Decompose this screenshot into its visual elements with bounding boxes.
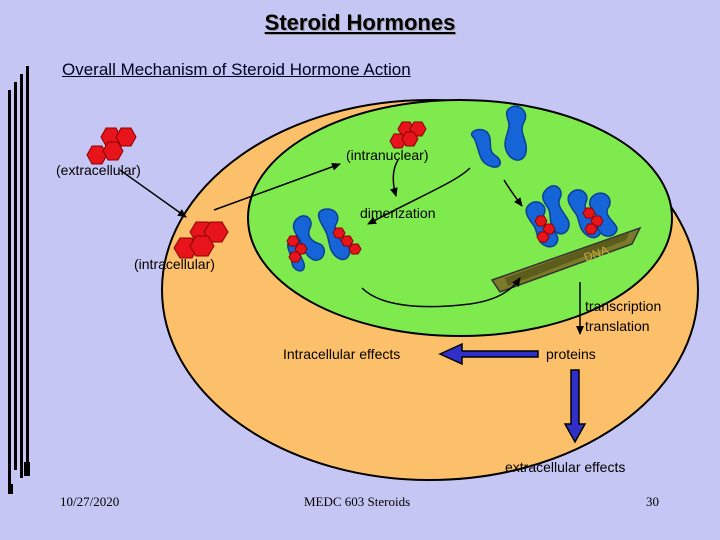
- hormone-dna-1: [534, 215, 556, 243]
- footer-course: MEDC 603 Steroids: [304, 494, 411, 509]
- footer-page-number: 30: [646, 494, 659, 509]
- arrow-proteins-to-extracellular: [563, 369, 587, 444]
- arrow-proteins-to-intracellular: [438, 342, 539, 366]
- label-intracellular: (intracellular): [134, 256, 215, 272]
- hormone-intranuclear: [389, 121, 427, 149]
- receptor-dimer-1: [292, 215, 325, 261]
- hormone-dimer-1: [286, 235, 308, 263]
- arrow-intracellular-to-nucleus: [213, 162, 341, 211]
- footer-date: 10/27/2020: [60, 494, 120, 509]
- dna-strand: [490, 226, 642, 293]
- decor-bar-2: [14, 82, 17, 470]
- label-extracellular-effects: extracellular effects: [505, 459, 626, 475]
- arrow-to-dimerization: [367, 167, 471, 225]
- receptor-intranuclear-2: [504, 105, 527, 161]
- label-intranuclear: (intranuclear): [346, 147, 429, 163]
- slide-subtitle: Overall Mechanism of Steroid Hormone Act…: [62, 60, 411, 79]
- label-proteins: proteins: [546, 346, 596, 362]
- hormone-dna-2: [582, 207, 604, 235]
- receptor-intranuclear-1: [470, 128, 501, 168]
- decor-bar-1: [8, 90, 11, 490]
- hormone-extracellular: [86, 127, 137, 165]
- decor-bar-6: [24, 462, 30, 476]
- slide-title: Steroid Hormones: [264, 10, 456, 35]
- decor-bar-4: [26, 66, 29, 470]
- nucleus: [247, 99, 673, 337]
- label-intracellular-effects: Intracellular effects: [283, 346, 401, 362]
- arrow-extracellular-to-intracellular: [119, 169, 187, 218]
- receptor-dna-2: [542, 185, 570, 235]
- arrow-dimer-to-dna: [361, 277, 521, 308]
- hormone-dimer-2: [332, 227, 362, 255]
- hormone-intracellular: [173, 221, 229, 259]
- arrow-hormone-to-receptor: [389, 159, 399, 197]
- label-dimerization: dimerization: [360, 205, 436, 221]
- label-transcription: transcription: [585, 298, 662, 314]
- decor-bar-5: [8, 484, 13, 494]
- label-extracellular: (extracellular): [56, 162, 141, 178]
- arrow-receptor-to-dna: [503, 179, 523, 207]
- decor-bar-3: [20, 74, 23, 478]
- label-translation: translation: [585, 318, 650, 334]
